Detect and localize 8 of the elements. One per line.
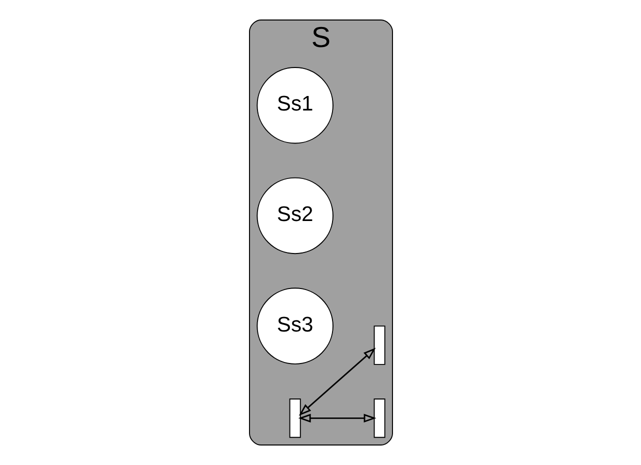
node-circle: Ss1 bbox=[256, 66, 333, 144]
node-bar bbox=[373, 398, 385, 438]
node-bar bbox=[373, 326, 385, 365]
node-circle: Ss3 bbox=[256, 288, 333, 364]
node-circle: Ss2 bbox=[256, 177, 333, 254]
node-bar bbox=[288, 398, 300, 438]
arrow bbox=[298, 348, 376, 416]
arrow bbox=[298, 414, 376, 423]
